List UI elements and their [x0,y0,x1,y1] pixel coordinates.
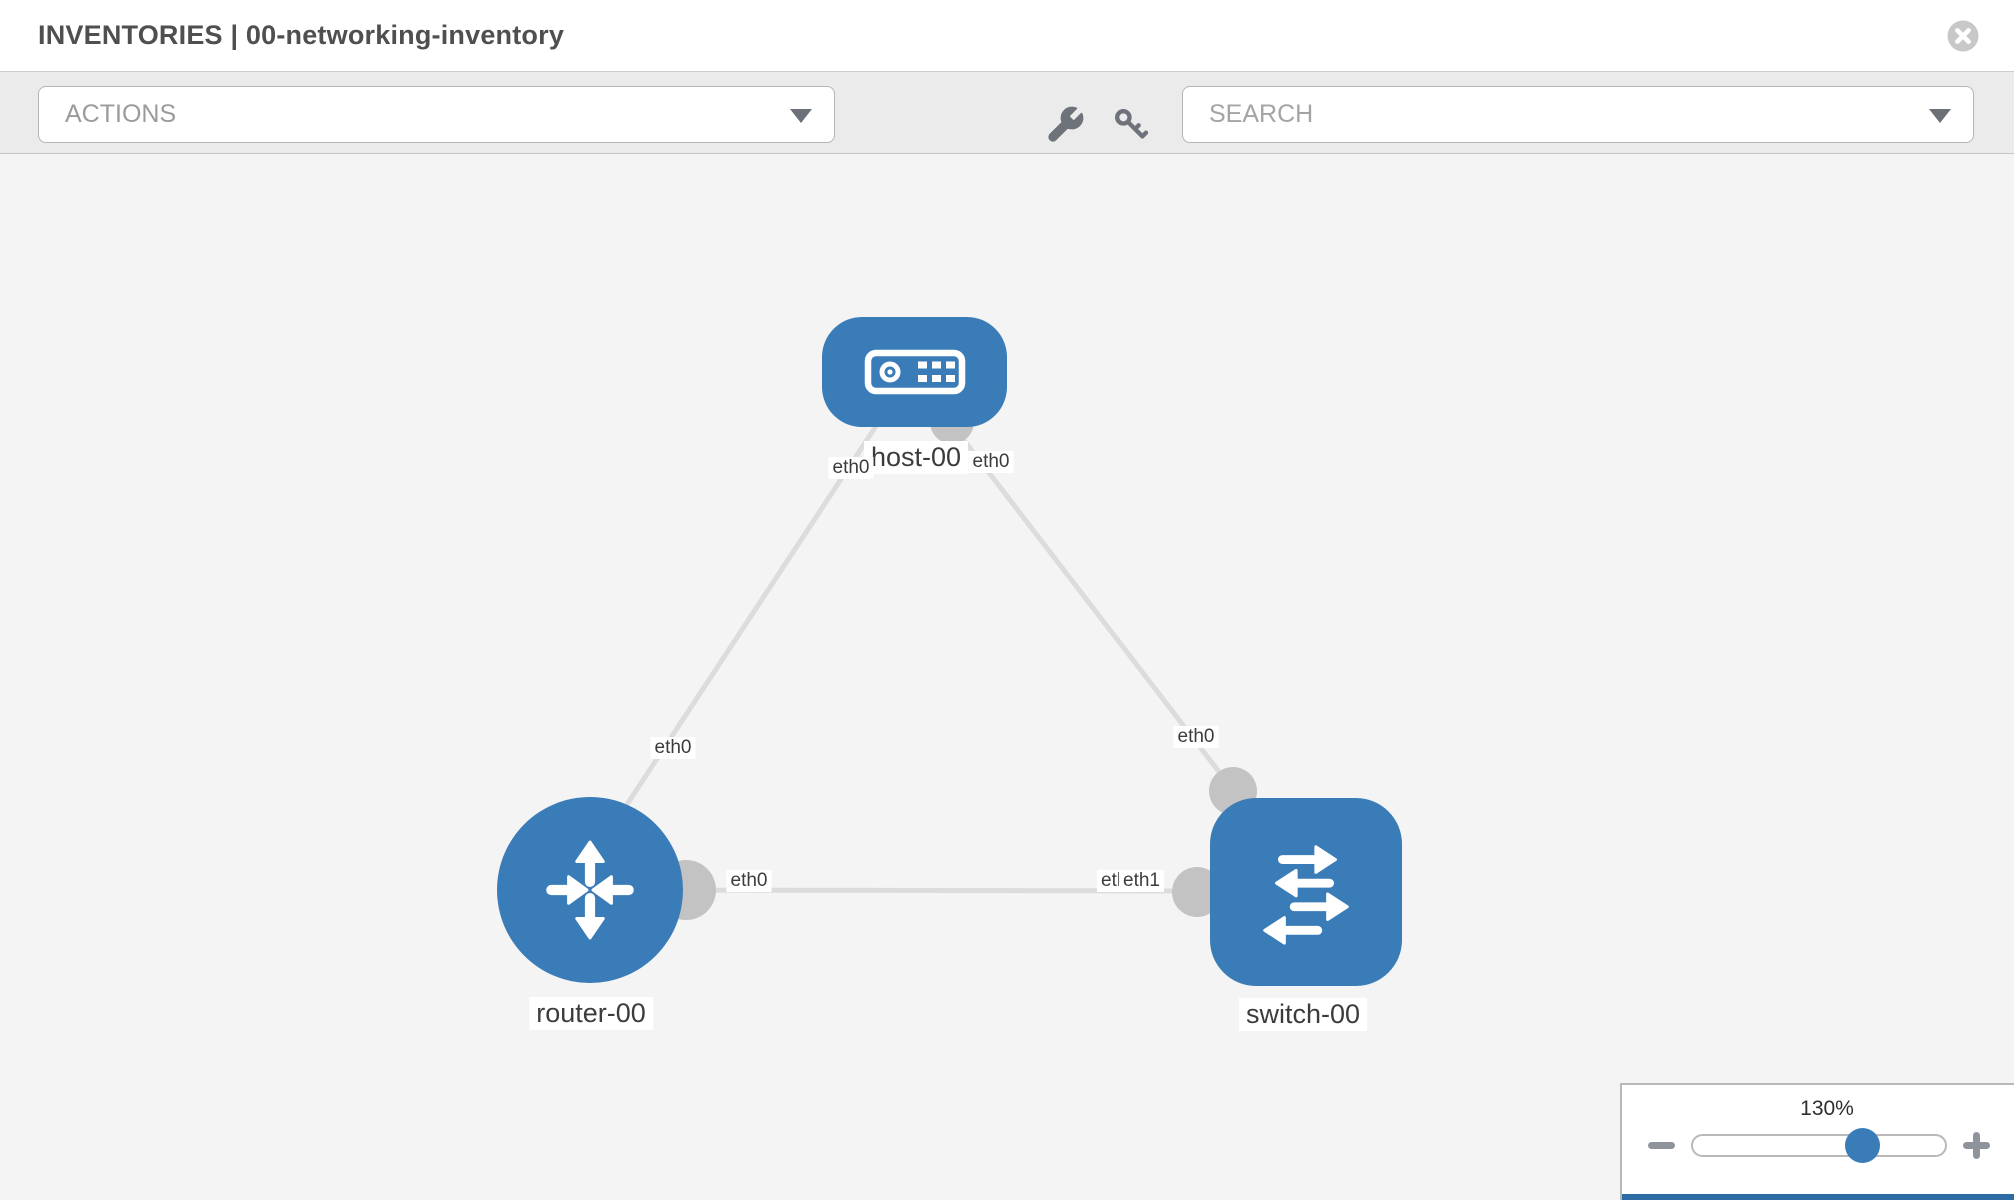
wrench-icon [1048,106,1084,142]
key-icon [1115,109,1149,139]
caret-down-icon [790,108,812,123]
page-title: INVENTORIES | 00-networking-inventory [38,20,565,50]
port-circle-switch-eth1[interactable] [1172,867,1222,917]
key-legend-button[interactable] [1108,102,1154,148]
actions-dropdown-label: ACTIONS [65,100,177,128]
zoom-slider-thumb[interactable] [1844,1128,1880,1163]
panel-header: INVENTORIES | 00-networking-inventory [0,0,2014,72]
zoom-level-value: 130% [1800,1097,1854,1120]
switch-icon [1263,845,1349,945]
close-icon [1947,20,1979,52]
zoom-minus-icon[interactable] [1648,1142,1675,1149]
search-dropdown[interactable]: SEARCH [1182,86,1974,143]
node-router-00[interactable] [497,797,683,983]
node-switch-00[interactable] [1210,798,1402,986]
zoom-plus-icon[interactable] [1963,1132,1990,1159]
if-label-host-eth0-left: eth0 [828,457,874,479]
if-label-host-eth0-right: eth0 [968,451,1014,473]
if-label-router-eth0-port: eth0 [726,870,772,892]
if-label-router-eth0-uplink: eth0 [650,737,696,759]
router-icon [546,840,634,940]
links-layer [619,400,1257,920]
search-placeholder: SEARCH [1209,100,1314,128]
actions-dropdown[interactable]: ACTIONS [38,86,835,143]
node-label-router-00: router-00 [529,997,653,1030]
zoom-slider-track[interactable] [1691,1128,1947,1163]
if-label-switch-eth0-uplink: eth0 [1173,726,1219,748]
host-icon [864,349,965,395]
zoom-panel: 130% [1620,1083,2014,1200]
node-label-host-00: host-00 [863,441,969,474]
caret-down-icon [1929,108,1951,123]
topology-canvas[interactable]: host-00 router-00 switch-00 eth0 eth0 et… [0,154,2014,1200]
node-host-00[interactable] [822,317,1007,427]
node-label-switch-00: switch-00 [1238,998,1368,1031]
if-label-switch-eth1-port: eth1 [1119,870,1164,892]
key-panel-edge [1622,1194,2014,1200]
toolbar: ACTIONS SEARCH [0,72,2014,154]
configure-button[interactable] [1042,102,1088,148]
close-button[interactable] [1946,19,1980,53]
